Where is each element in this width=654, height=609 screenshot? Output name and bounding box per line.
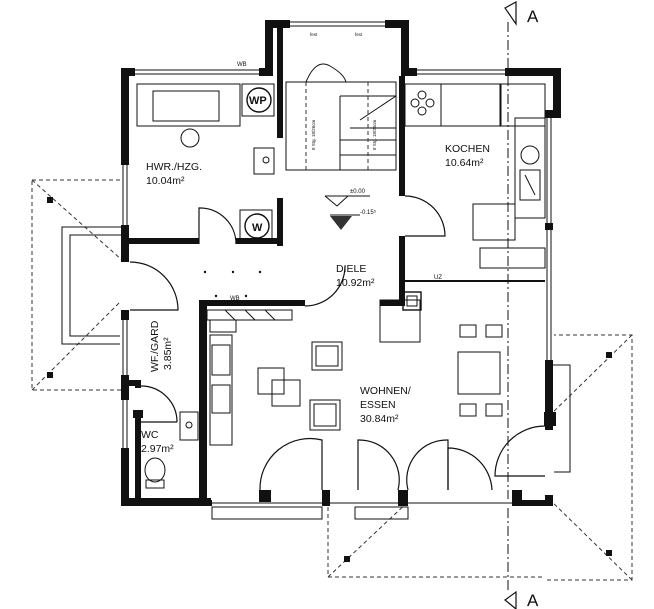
interior-walls [129, 28, 556, 506]
section-label-top: A [527, 7, 539, 26]
kitchen-furniture [404, 83, 546, 269]
wb-label-bottom: WB [230, 296, 240, 302]
fest-label-1: fest [310, 32, 318, 37]
living-furniture [206, 299, 503, 446]
staircase [285, 63, 397, 171]
entrance-canopy [61, 226, 125, 345]
roof-outline-left [31, 179, 123, 391]
section-line [504, 0, 517, 609]
roof-outline-right [544, 334, 633, 581]
room-name-wc: WC [141, 429, 159, 441]
level-lower: -0.15⁵ [360, 209, 377, 216]
room-area-wc: 2.97m² [141, 443, 174, 455]
level-main: ±0.00 [350, 189, 366, 195]
w-symbol: W [252, 222, 263, 234]
room-name-wohnen: WOHNEN/ [360, 385, 411, 397]
wc-fixtures [144, 411, 199, 489]
windows [120, 19, 554, 520]
stair-label-right: 8 Stg. 18/26cm [372, 119, 377, 150]
room-area-wf: 3.85m² [162, 337, 174, 370]
room-name-essen: ESSEN [360, 399, 396, 411]
room-area-kochen: 10.64m² [445, 157, 484, 169]
room-area-wohnen: 30.84m² [360, 413, 399, 425]
room-name-hwr: HWR./HZG. [146, 161, 202, 173]
section-label-bottom: A [527, 591, 539, 609]
doors [129, 195, 546, 491]
level-marker [324, 195, 370, 230]
room-name-diele: DIELE [336, 263, 366, 275]
room-area-hwr: 10.04m² [146, 175, 185, 187]
roof-outline-bottom [327, 499, 545, 578]
stair-label-left: 8 Stg. 18/26cm [311, 119, 316, 150]
wb-label-top: WB [237, 62, 247, 68]
fest-label-2: fest [355, 32, 363, 37]
room-area-diele: 10.92m² [336, 277, 375, 289]
hwr-equipment [136, 83, 275, 243]
room-name-kochen: KOCHEN [445, 143, 490, 155]
uz-label: UZ [434, 275, 442, 281]
wp-symbol: WP [249, 95, 267, 107]
diele-dots [203, 270, 262, 298]
room-name-wf: WF./GARD [149, 320, 161, 372]
